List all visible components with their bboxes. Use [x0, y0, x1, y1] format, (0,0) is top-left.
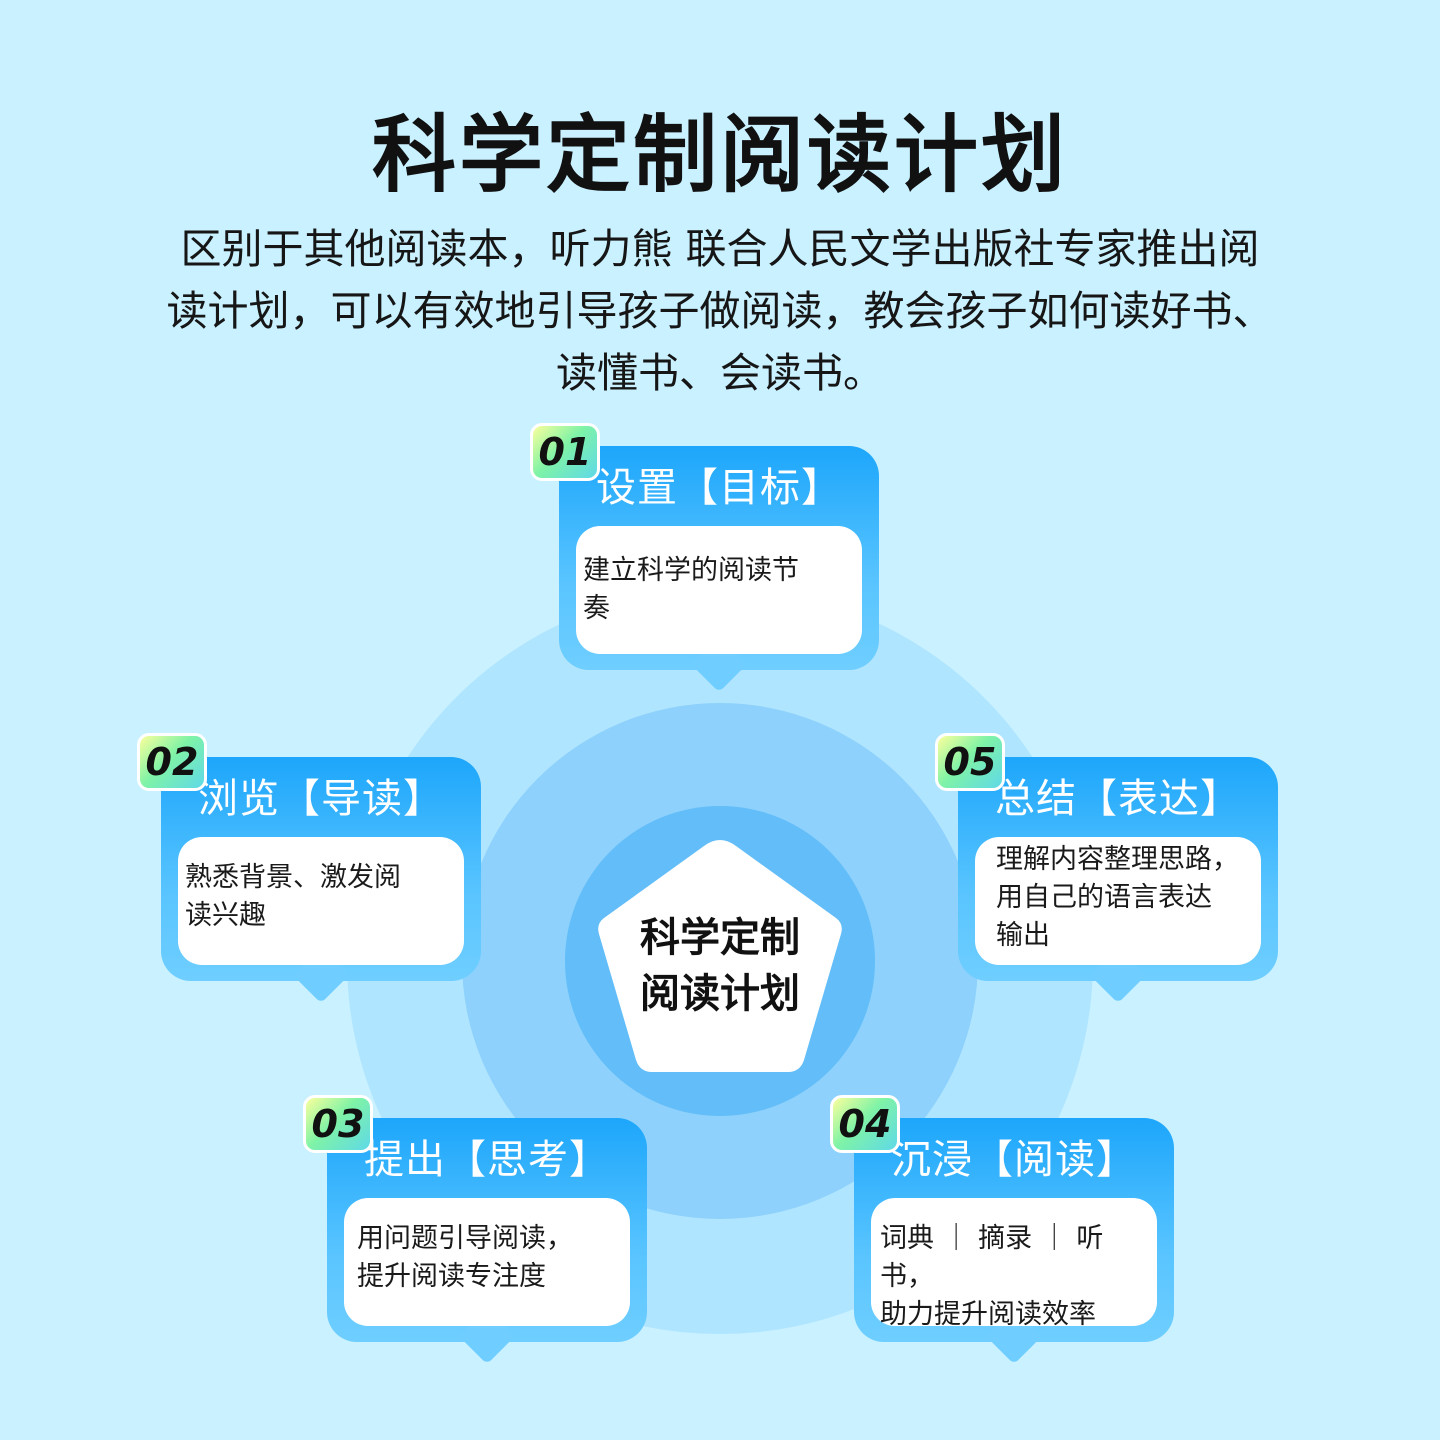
step-number-badge: 05 [935, 733, 1005, 791]
step-title: 总结【表达】 [995, 776, 1241, 822]
step-desc-line: 建立科学的阅读节 [583, 555, 799, 586]
step-number-badge: 01 [530, 423, 600, 481]
step-desc-box [344, 1198, 630, 1326]
step-number-badge: 03 [303, 1095, 373, 1153]
step-desc-line: 用自己的语言表达 [996, 882, 1212, 913]
step-desc-line: 词典 ｜ 摘录 ｜ 听书， [880, 1223, 1104, 1292]
center-label-line: 科学定制 [640, 915, 800, 961]
step-desc: 熟悉背景、激发阅 读兴趣 [185, 859, 433, 935]
step-title: 设置【目标】 [596, 465, 842, 511]
page-subtitle: 区别于其他阅读本，听力熊 联合人民文学出版社专家推出阅 读计划，可以有效地引导孩… [150, 218, 1290, 404]
step-card-01: 设置【目标】 建立科学的阅读节 奏 [559, 446, 879, 693]
step-desc: 词典 ｜ 摘录 ｜ 听书， 助力提升阅读效率 [880, 1220, 1150, 1334]
step-desc: 用问题引导阅读， 提升阅读专注度 [357, 1220, 605, 1296]
step-card-04: 沉浸【阅读】 词典 ｜ 摘录 ｜ 听书， 助力提升阅读效率 [854, 1118, 1174, 1365]
step-desc-line: 输出 [996, 920, 1050, 951]
step-desc: 建立科学的阅读节 奏 [583, 552, 831, 628]
step-desc-box [871, 1198, 1157, 1326]
step-number-badge: 04 [830, 1095, 900, 1153]
step-desc-line: 助力提升阅读效率 [880, 1299, 1096, 1330]
step-card-03: 提出【思考】 用问题引导阅读， 提升阅读专注度 [327, 1118, 647, 1365]
step-desc-box [178, 837, 464, 965]
page-title: 科学定制阅读计划 [371, 106, 1068, 204]
step-desc-box [975, 837, 1261, 965]
step-card-05: 总结【表达】 理解内容整理思路， 用自己的语言表达 输出 [958, 757, 1278, 1004]
step-desc-line: 奏 [583, 593, 610, 624]
step-desc-line: 用问题引导阅读， [357, 1223, 573, 1254]
step-title: 沉浸【阅读】 [891, 1137, 1137, 1183]
subtitle-line: 读计划，可以有效地引导孩子做阅读，教会孩子如何读好书、 [166, 287, 1274, 335]
step-desc-line: 读兴趣 [185, 900, 266, 931]
step-card-02: 浏览【导读】 熟悉背景、激发阅 读兴趣 [161, 757, 481, 1004]
step-title: 浏览【导读】 [198, 776, 444, 822]
step-desc-line: 提升阅读专注度 [357, 1261, 546, 1292]
subtitle-line: 区别于其他阅读本，听力熊 联合人民文学出版社专家推出阅 [180, 225, 1260, 273]
subtitle-line: 读懂书、会读书。 [556, 349, 884, 397]
center-label-line: 阅读计划 [640, 971, 800, 1017]
step-desc-line: 理解内容整理思路， [996, 844, 1239, 875]
step-number-badge: 02 [137, 733, 207, 791]
step-desc-box [576, 526, 862, 654]
step-title: 提出【思考】 [364, 1137, 610, 1183]
center-pentagon [598, 840, 842, 1072]
step-desc: 理解内容整理思路， 用自己的语言表达 输出 [996, 841, 1268, 955]
step-desc-line: 熟悉背景、激发阅 [185, 862, 401, 893]
center-label: 科学定制 阅读计划 [600, 910, 840, 1022]
